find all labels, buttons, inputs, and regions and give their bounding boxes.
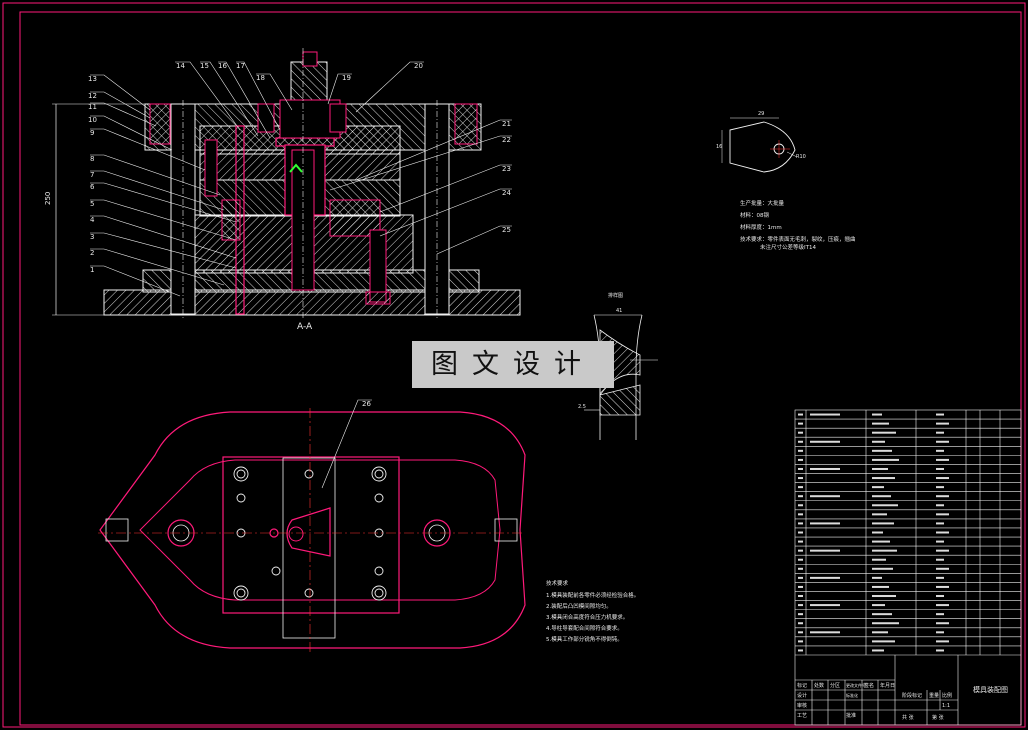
- part-label-17: 17: [236, 62, 245, 70]
- inner-frame: [19, 11, 1022, 726]
- detail-label: 排样图: [608, 293, 624, 299]
- part-label-19: 19: [342, 74, 351, 82]
- part-dim-left: 16: [716, 144, 723, 150]
- tb-scale: 1:1: [942, 703, 951, 709]
- part-note: 材料：08钢: [740, 213, 769, 219]
- part-label-18: 18: [256, 74, 265, 82]
- watermark: 图文设计: [412, 341, 614, 388]
- tech-item: 2.装配后凸凹模间隙均匀。: [546, 604, 612, 610]
- dimension-height: 250: [44, 191, 52, 205]
- tb-label: 分区: [830, 683, 841, 689]
- part-dim-top: 29: [758, 111, 765, 117]
- part-note: 技术要求：零件表面无毛刺，裂纹，压痕，翘曲: [740, 237, 856, 243]
- detail-dim-bottom: 2.5: [578, 404, 586, 410]
- tb-label: 比例: [942, 693, 953, 699]
- section-view: [52, 48, 521, 318]
- tb-label: 重量: [929, 693, 940, 699]
- part-label-10: 10: [88, 116, 97, 124]
- tb-label: 第 张: [932, 715, 944, 721]
- tb-label: 标记: [797, 683, 808, 689]
- part-label-15: 15: [200, 62, 209, 70]
- tb-label: 年月日: [880, 683, 896, 689]
- tb-label: 签名: [864, 683, 875, 689]
- tb-label: 处数: [814, 683, 825, 689]
- part-sketch: [721, 117, 798, 173]
- part-label-13: 13: [88, 75, 97, 83]
- part-label-21: 21: [502, 120, 511, 128]
- part-label-4: 4: [90, 216, 95, 224]
- part-label-25: 25: [502, 226, 511, 234]
- part-label-1: 1: [90, 266, 95, 274]
- drawing-title: 模具装配图: [973, 686, 1008, 694]
- part-note: 材料厚度：1mm: [740, 225, 782, 231]
- part-label-5: 5: [90, 200, 95, 208]
- tech-item: 1.模具装配前各零件必须经检验合格。: [546, 593, 640, 599]
- part-label-12: 12: [88, 92, 97, 100]
- part-label-23: 23: [502, 165, 511, 173]
- tb-label: 共 张: [902, 715, 914, 721]
- part-label-22: 22: [502, 136, 511, 144]
- part-label-24: 24: [502, 189, 511, 197]
- tb-label: 批准: [846, 713, 857, 719]
- part-label-6: 6: [90, 183, 95, 191]
- part-label-20: 20: [414, 62, 423, 70]
- tech-item: 4.导柱导套配合间隙符合要求。: [546, 626, 623, 632]
- tb-label: 设计: [797, 693, 808, 699]
- part-label-2: 2: [90, 249, 95, 257]
- tb-label: 工艺: [797, 713, 808, 719]
- part-dim-right: R10: [796, 154, 806, 160]
- tech-heading: 技术要求: [546, 581, 569, 587]
- part-label-7: 7: [90, 171, 95, 179]
- part-label-3: 3: [90, 233, 95, 241]
- tb-label: 审核: [797, 703, 808, 709]
- part-label-8: 8: [90, 155, 95, 163]
- part-label-11: 11: [88, 103, 97, 111]
- part-label-16: 16: [218, 62, 227, 70]
- plan-view: [98, 399, 526, 655]
- tb-label: 阶段标记: [902, 693, 923, 699]
- part-note: 未注尺寸公差等级IT14: [760, 245, 816, 251]
- part-label-26: 26: [362, 400, 371, 408]
- parts-list-fills: [798, 413, 949, 652]
- tb-label: 标准化: [846, 693, 858, 698]
- part-label-9: 9: [90, 129, 95, 137]
- title-block: [794, 409, 1022, 726]
- tech-item: 3.模具闭合高度符合压力机要求。: [546, 615, 629, 621]
- section-label: A-A: [297, 322, 313, 332]
- tech-item: 5.模具工作部分锐角不得倒钝。: [546, 637, 623, 643]
- tb-label: 更改文件号: [846, 683, 866, 688]
- detail-dim-top: 41: [616, 308, 623, 314]
- part-label-14: 14: [176, 62, 185, 70]
- part-note: 生产批量：大批量: [740, 201, 785, 207]
